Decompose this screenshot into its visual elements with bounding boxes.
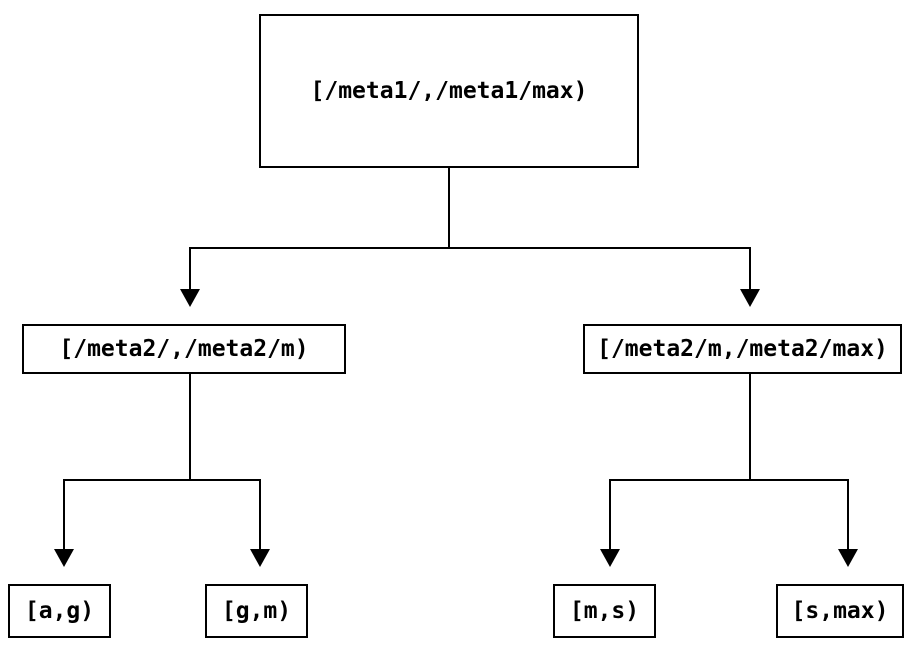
arrow-down-icon [740, 289, 760, 307]
node-meta2-right-range: [/meta2/m,/meta2/max) [583, 324, 902, 374]
edge-root-split [189, 247, 751, 249]
edge-to-leaf-a-g [63, 479, 65, 549]
node-leaf-g-m: [g,m) [205, 584, 308, 638]
edge-meta2-right-split [609, 479, 849, 481]
edge-meta2-left-stem [189, 374, 191, 481]
edge-to-leaf-s-max [847, 479, 849, 549]
edge-to-leaf-g-m [259, 479, 261, 549]
edge-to-leaf-m-s [609, 479, 611, 549]
node-label: [a,g) [24, 598, 95, 624]
node-leaf-s-max: [s,max) [776, 584, 904, 638]
edge-meta2-right-stem [749, 374, 751, 481]
node-root-range: [/meta1/,/meta1/max) [259, 14, 639, 168]
arrow-down-icon [838, 549, 858, 567]
edge-root-to-meta2-right [749, 247, 751, 289]
node-leaf-a-g: [a,g) [8, 584, 111, 638]
node-meta2-left-range: [/meta2/,/meta2/m) [22, 324, 346, 374]
node-leaf-m-s: [m,s) [553, 584, 656, 638]
node-label: [/meta2/m,/meta2/max) [597, 336, 888, 362]
edge-meta2-left-split [63, 479, 261, 481]
arrow-down-icon [54, 549, 74, 567]
arrow-down-icon [250, 549, 270, 567]
node-label: [m,s) [569, 598, 640, 624]
node-label: [s,max) [791, 598, 889, 624]
arrow-down-icon [600, 549, 620, 567]
node-label: [/meta1/,/meta1/max) [310, 78, 588, 104]
edge-root-to-meta2-left [189, 247, 191, 289]
edge-root-stem [448, 168, 450, 249]
node-label: [g,m) [221, 598, 292, 624]
node-label: [/meta2/,/meta2/m) [59, 336, 309, 362]
arrow-down-icon [180, 289, 200, 307]
